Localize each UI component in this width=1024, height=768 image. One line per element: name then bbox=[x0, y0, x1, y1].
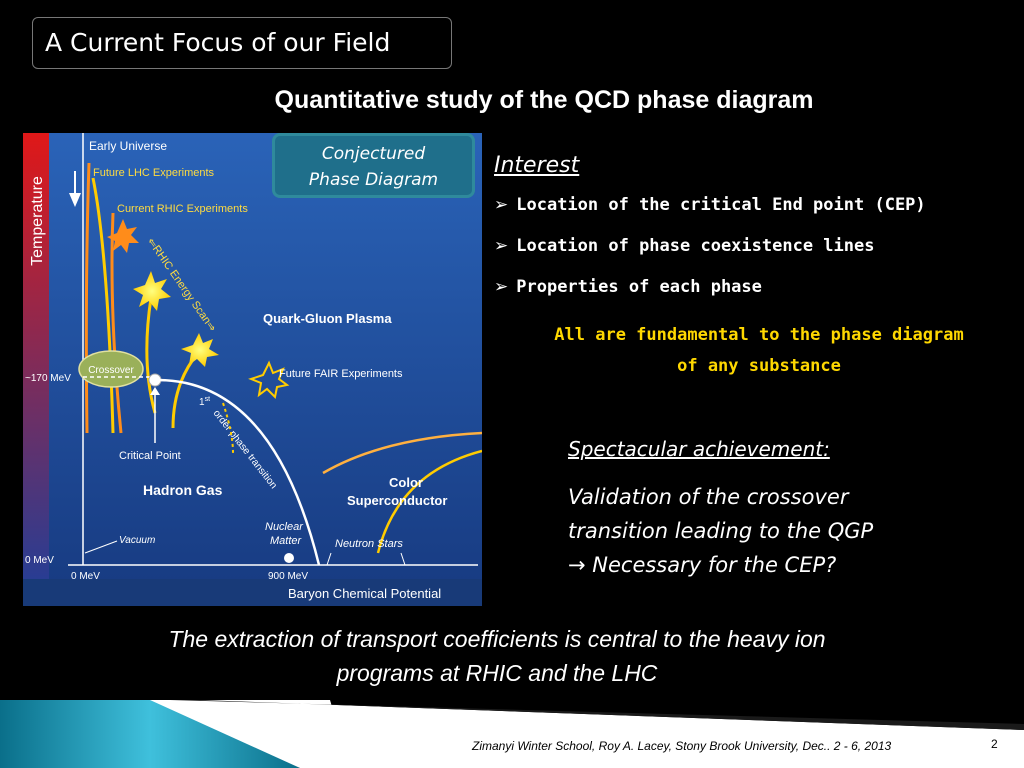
fundamental-line-1: All are fundamental to the phase diagram bbox=[554, 325, 964, 345]
bullet-text: Location of phase coexistence lines bbox=[516, 236, 875, 256]
color-label: Color bbox=[389, 475, 423, 490]
list-item: ➢ Location of the critical End point (CEP… bbox=[494, 195, 926, 236]
zero-mev-temperature-label: 0 MeV bbox=[25, 555, 54, 566]
mev900-label: 900 MeV bbox=[268, 571, 308, 582]
badge-line-2: Phase Diagram bbox=[308, 170, 439, 190]
collision-star-icon bbox=[248, 360, 290, 400]
collision-star-icon bbox=[133, 271, 171, 311]
spectacular-line-2: transition leading to the QGP bbox=[568, 519, 874, 543]
bullet-text: Location of the critical End point (CEP) bbox=[516, 195, 926, 215]
qcd-phase-diagram: Temperature Baryon Chemical Potential Ea… bbox=[23, 133, 482, 606]
conjectured-phase-diagram-badge: Conjectured Phase Diagram bbox=[272, 133, 475, 198]
arrowhead-bullet-icon: ➢ bbox=[494, 195, 509, 215]
future-lhc-label: Future LHC Experiments bbox=[93, 167, 215, 179]
bottom-statement: The extraction of transport coefficients… bbox=[0, 622, 994, 690]
first-order-line bbox=[154, 378, 321, 566]
matter-label: Matter bbox=[270, 535, 303, 547]
spectacular-heading: Spectacular achievement: bbox=[568, 437, 830, 461]
badge-line-1: Conjectured bbox=[321, 144, 426, 164]
bottom-line-1: The extraction of transport coefficients… bbox=[168, 626, 826, 652]
bottom-line-2: programs at RHIC and the LHC bbox=[336, 660, 658, 686]
spectacular-line-1: Validation of the crossover bbox=[568, 485, 849, 509]
slide-title-box: A Current Focus of our Field bbox=[32, 17, 452, 69]
arrowhead-bullet-icon: ➢ bbox=[494, 236, 509, 256]
temperature-bar bbox=[23, 133, 49, 606]
early-universe-label: Early Universe bbox=[89, 139, 167, 153]
collision-star-icon bbox=[107, 219, 139, 253]
vacuum-label: Vacuum bbox=[119, 535, 155, 546]
page-number: 2 bbox=[991, 737, 998, 751]
fundamental-note: All are fundamental to the phase diagram… bbox=[494, 320, 1024, 382]
axis-baryon-label: Baryon Chemical Potential bbox=[288, 586, 441, 601]
arrowhead-bullet-icon: ➢ bbox=[494, 277, 509, 297]
superconductor-label: Superconductor bbox=[347, 493, 447, 508]
hadron-gas-label: Hadron Gas bbox=[143, 482, 223, 498]
zero-mev-baryon-label: 0 MeV bbox=[71, 571, 100, 582]
nuclear-label: Nuclear bbox=[265, 521, 304, 533]
future-fair-label: Future FAIR Experiments bbox=[279, 368, 403, 380]
fundamental-line-2: of any substance bbox=[677, 356, 841, 376]
neutron-stars-label: Neutron Stars bbox=[335, 538, 403, 550]
crossover-region bbox=[78, 350, 144, 388]
spectacular-line-3: → Necessary for the CEP? bbox=[568, 553, 837, 577]
interest-heading: Interest bbox=[494, 153, 580, 178]
footer-band bbox=[0, 700, 1024, 768]
axis-temperature-label: Temperature bbox=[29, 176, 46, 266]
spectacular-body: Validation of the crossover transition l… bbox=[568, 480, 1018, 582]
crossover-label: Crossover bbox=[88, 365, 134, 376]
collision-star-icon bbox=[181, 333, 219, 367]
list-item: ➢ Properties of each phase bbox=[494, 277, 926, 318]
qgp-label: Quark-Gluon Plasma bbox=[263, 311, 392, 326]
nuclear-matter-marker bbox=[284, 553, 294, 563]
current-rhic-label: Current RHIC Experiments bbox=[117, 203, 248, 215]
list-item: ➢ Location of phase coexistence lines bbox=[494, 236, 926, 277]
slide-subtitle: Quantitative study of the QCD phase diag… bbox=[274, 86, 814, 114]
footer-text: Zimanyi Winter School, Roy A. Lacey, Sto… bbox=[472, 739, 892, 753]
mev170-label: ~170 MeV bbox=[25, 373, 71, 384]
bullet-text: Properties of each phase bbox=[516, 277, 762, 297]
critical-point-label: Critical Point bbox=[119, 450, 181, 462]
first-order-label: 1st bbox=[199, 396, 210, 408]
slide-title: A Current Focus of our Field bbox=[45, 28, 391, 57]
interest-list: ➢ Location of the critical End point (CEP… bbox=[494, 195, 926, 318]
